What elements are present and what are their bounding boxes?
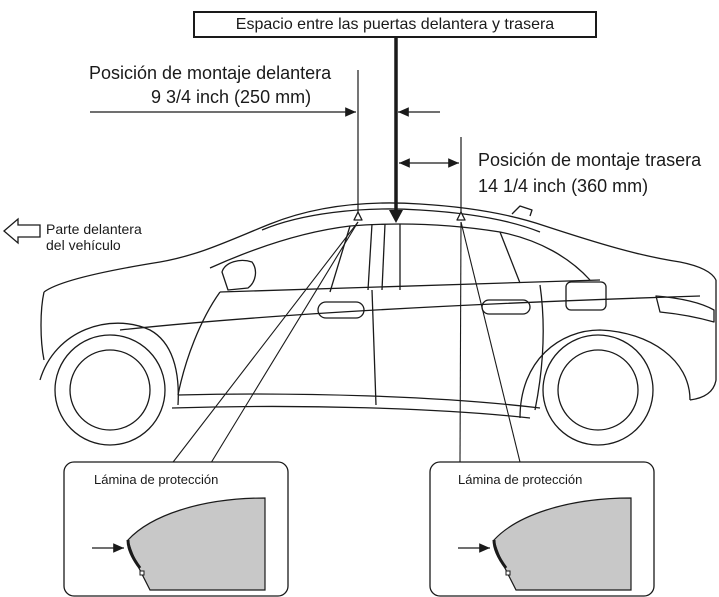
gap-label: Espacio entre las puertas delantera y tr… bbox=[235, 15, 555, 33]
car-drawing bbox=[39, 202, 717, 446]
rear-mount-title: Posición de montaje trasera bbox=[478, 150, 702, 170]
inset-rear bbox=[429, 461, 655, 597]
front-mount-distance: 9 3/4 inch (250 mm) bbox=[151, 87, 312, 107]
inset-front-label: Lámina de protección bbox=[94, 472, 219, 487]
vehicle-front-line2: del vehículo bbox=[46, 237, 121, 253]
gap-pointer bbox=[389, 38, 403, 223]
inset-rear-label: Lámina de protección bbox=[458, 472, 583, 487]
vehicle-front-arrow-icon bbox=[3, 217, 41, 245]
vehicle-front-line1: Parte delantera bbox=[46, 221, 142, 237]
rear-mount-distance: 14 1/4 inch (360 mm) bbox=[478, 176, 649, 196]
gap-label-box: Espacio entre las puertas delantera y tr… bbox=[193, 11, 597, 38]
front-mount-title: Posición de montaje delantera bbox=[89, 63, 332, 83]
inset-front bbox=[63, 461, 289, 597]
